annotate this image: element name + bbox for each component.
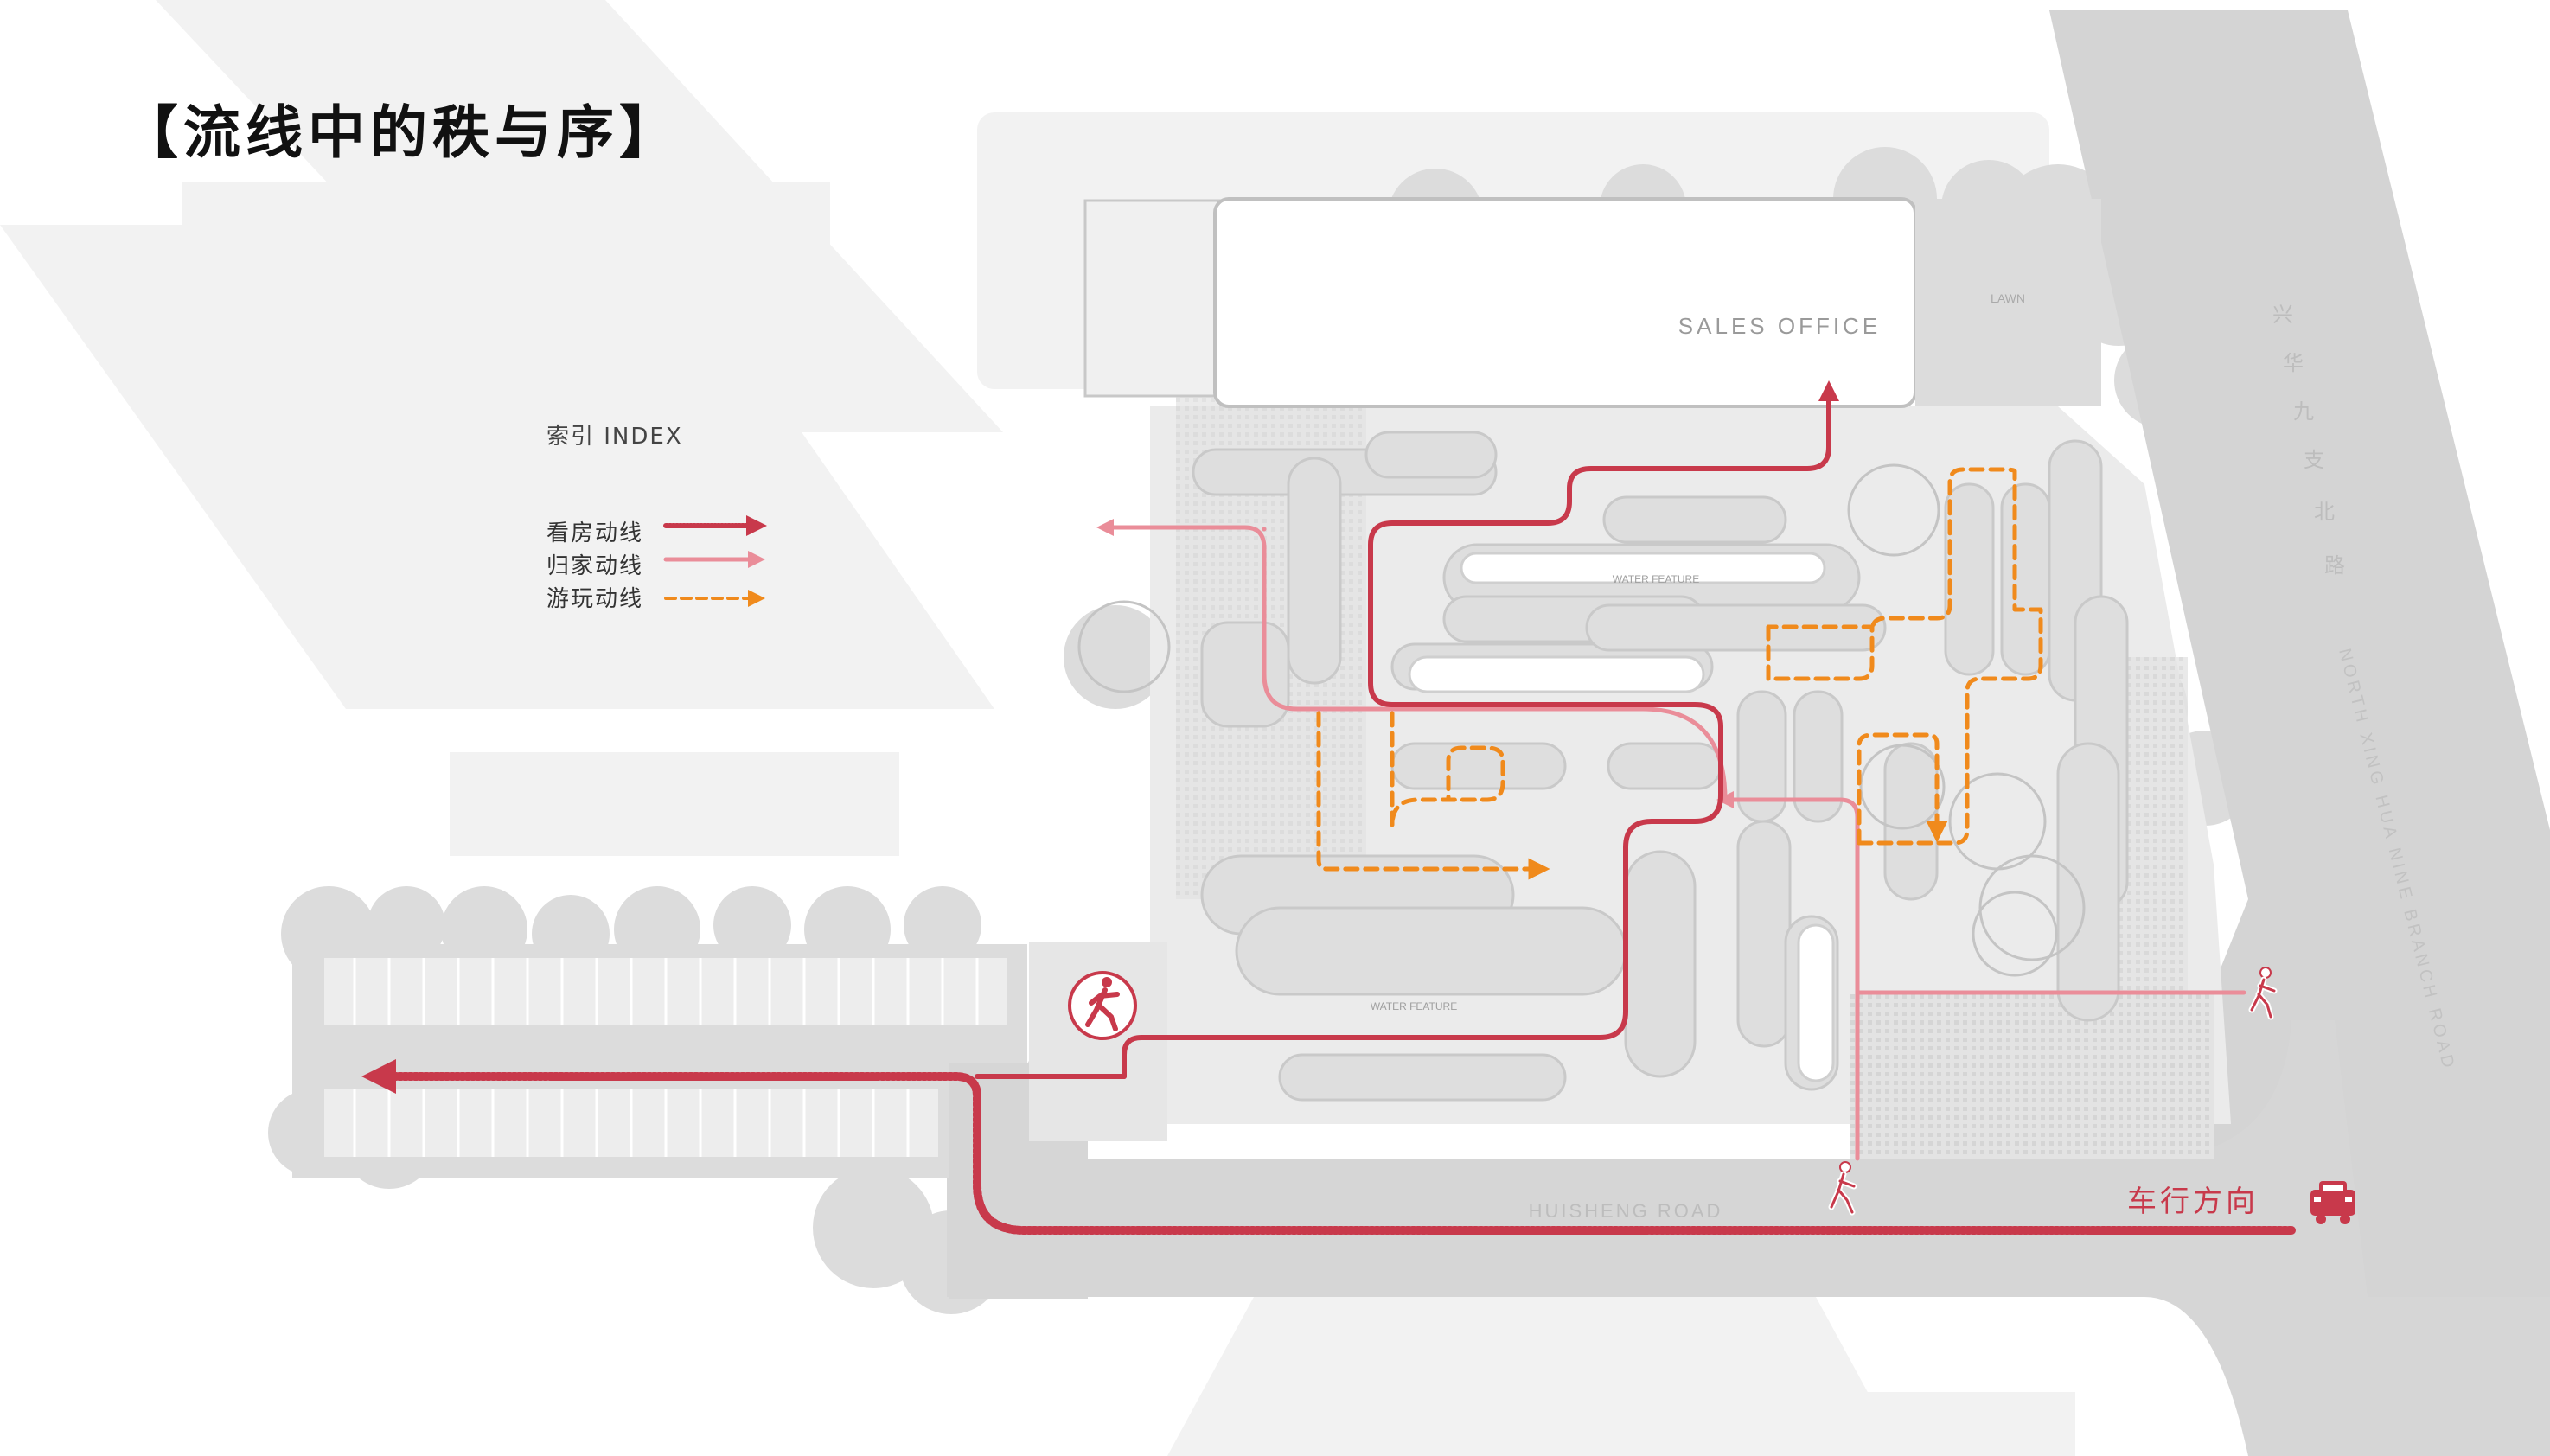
- play-route: [1316, 467, 2043, 880]
- viewing-route: [361, 380, 2296, 1235]
- svg-text:华: 华: [2283, 352, 2304, 375]
- viewing-route-main: [1122, 380, 1839, 1079]
- viewing-route-car: [361, 1059, 2296, 1235]
- legend-item-viewing-route: 看房动线: [546, 520, 644, 546]
- lawn-label: LAWN: [1991, 291, 2025, 305]
- svg-text:支: 支: [2304, 449, 2324, 472]
- lawn-area: [1915, 199, 2101, 406]
- legend-swatches: [663, 515, 767, 607]
- plan-trees: [1077, 463, 2086, 977]
- svg-text:路: 路: [2324, 554, 2345, 578]
- pedestrian-icon-south: [1828, 1161, 1857, 1216]
- play-route-east: [1857, 732, 1948, 846]
- svg-text:北: 北: [2314, 501, 2335, 524]
- pedestrian-icon-east: [2248, 967, 2278, 1020]
- water-feature-label-2: WATER FEATURE: [1371, 1000, 1457, 1012]
- sales-office-building: [1213, 197, 1917, 408]
- svg-text:兴: 兴: [2272, 303, 2293, 327]
- road-corner: [2144, 1020, 2387, 1456]
- play-route-west: [1316, 711, 1550, 880]
- water-features: [1408, 552, 1835, 1082]
- water-feature-label-1: WATER FEATURE: [1613, 573, 1699, 585]
- page-title: 【流线中的秩与序】: [121, 99, 681, 166]
- legend-heading: 索引 INDEX: [546, 424, 683, 450]
- east-road-cn-label: 兴 华 九 支 北 路: [2272, 303, 2345, 578]
- car-direction-label: 车行方向: [2127, 1185, 2259, 1219]
- parking-lot: [292, 944, 1027, 1178]
- car-icon: [2310, 1181, 2355, 1224]
- legend-item-play-route: 游玩动线: [546, 586, 644, 612]
- legend-item-home-route: 归家动线: [546, 553, 644, 579]
- south-road-label: HUISHENG ROAD: [1529, 1200, 1723, 1222]
- sales-office-label: SALES OFFICE: [1678, 313, 1881, 339]
- pedestrian-icon-plaza: [1068, 971, 1137, 1040]
- svg-text:九: 九: [2293, 400, 2314, 424]
- home-route-north: [1096, 519, 1728, 802]
